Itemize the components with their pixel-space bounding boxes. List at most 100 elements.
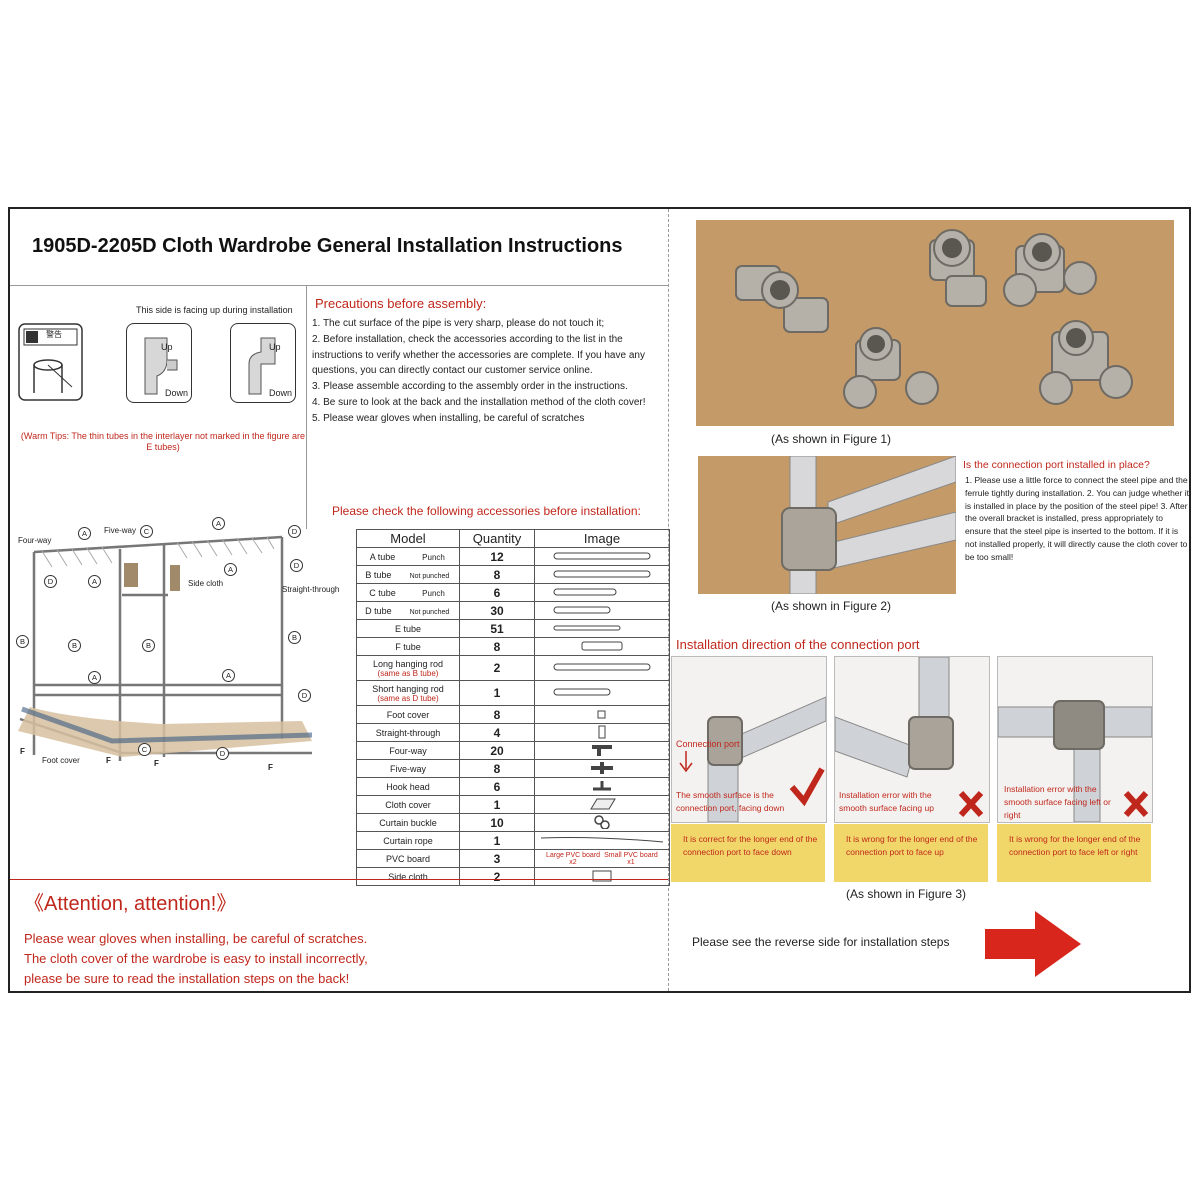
model-name: Foot cover xyxy=(356,705,460,724)
model-name: Cloth cover xyxy=(356,795,460,814)
attention-body: Please wear gloves when installing, be c… xyxy=(24,929,404,989)
model-name: B tube xyxy=(365,569,392,580)
direction-panel-correct: Connection port The smooth surface is th… xyxy=(671,656,827,823)
table-header: Model Quantity Image xyxy=(356,529,670,548)
cloth-cover-icon xyxy=(534,795,670,814)
model-name: Five-way xyxy=(356,759,460,778)
f-tube-icon xyxy=(534,637,670,656)
thin-tube-icon xyxy=(534,619,670,638)
part-letter-a: A xyxy=(222,669,235,682)
quantity: 6 xyxy=(459,777,535,796)
header-quantity: Quantity xyxy=(459,529,535,548)
precautions-list: 1. The cut surface of the pipe is very s… xyxy=(312,316,652,427)
up-label: Up xyxy=(161,342,173,352)
attention-divider xyxy=(10,879,668,880)
part-letter-a: A xyxy=(88,671,101,684)
quantity: 2 xyxy=(459,655,535,681)
quantity: 4 xyxy=(459,723,535,742)
model-name: F tube xyxy=(356,637,460,656)
four-way-icon xyxy=(534,741,670,760)
precaution-line: 3. Please assemble according to the asse… xyxy=(312,381,628,393)
quantity: 1 xyxy=(459,831,535,850)
model-note: Not punched xyxy=(409,608,450,616)
down-label: Down xyxy=(165,388,189,398)
long-tube-icon xyxy=(534,565,670,584)
quantity: 10 xyxy=(459,813,535,832)
part-letter-a: A xyxy=(224,563,237,576)
quantity: 20 xyxy=(459,741,535,760)
connection-check-body: 1. Please use a little force to connect … xyxy=(965,475,1189,562)
panel-overlay-text: Installation error with the smooth surfa… xyxy=(839,790,934,813)
table-row: Long hanging rod(same as B tube) 2 xyxy=(356,655,670,681)
figure-3-caption: (As shown in Figure 3) xyxy=(846,887,967,901)
table-row: A tube Punch 12 xyxy=(356,547,670,566)
down-label-2: Down xyxy=(269,388,293,398)
short-tube-icon xyxy=(534,601,670,620)
model-note: Not punched xyxy=(409,572,450,580)
quantity: 2 xyxy=(459,867,535,886)
accessories-check-title: Please check the following accessories b… xyxy=(332,504,641,518)
quantity: 8 xyxy=(459,565,535,584)
part-letter-d: D xyxy=(290,559,303,572)
part-letter-a: A xyxy=(88,575,101,588)
precautions-title: Precautions before assembly: xyxy=(315,296,487,311)
side-cloth-label: Side cloth xyxy=(188,579,224,588)
panel-overlay-text: Installation error with the smooth surfa… xyxy=(1004,784,1111,820)
direction-panel-wrong-up: Installation error with the smooth surfa… xyxy=(834,656,990,823)
five-way-label: Five-way xyxy=(104,526,137,535)
model-name: Long hanging rod xyxy=(372,658,444,669)
attention-line: The cloth cover of the wardrobe is easy … xyxy=(24,951,368,966)
quantity: 51 xyxy=(459,619,535,638)
attention-line: please be sure to read the installation … xyxy=(24,971,350,986)
straight-through-icon xyxy=(534,723,670,742)
model-note: Punch xyxy=(422,552,445,562)
pvc-board-icon: Large PVC board x2Small PVC board x1 xyxy=(534,849,670,868)
part-letter-b: B xyxy=(288,631,301,644)
orientation-icon-up: Up Down xyxy=(126,323,192,403)
precaution-line: instructions to verify whether the acces… xyxy=(312,349,645,361)
model-name: A tube xyxy=(369,551,396,562)
direction-panel-wrong-side: Installation error with the smooth surfa… xyxy=(997,656,1153,823)
figure-1-caption: (As shown in Figure 1) xyxy=(771,432,892,446)
warning-label-text: 警告 xyxy=(46,330,62,339)
model-name: C tube xyxy=(369,587,396,598)
quantity: 3 xyxy=(459,849,535,868)
model-name: Four-way xyxy=(356,741,460,760)
model-name: Curtain rope xyxy=(356,831,460,850)
model-sub: (same as B tube) xyxy=(377,668,439,678)
quantity: 8 xyxy=(459,759,535,778)
precaution-line: 5. Please wear gloves when installing, b… xyxy=(312,412,585,424)
instruction-sheet: 1905D-2205D Cloth Wardrobe General Insta… xyxy=(8,207,1191,993)
quantity: 30 xyxy=(459,601,535,620)
model-name: Hook head xyxy=(356,777,460,796)
part-letter-d: D xyxy=(216,747,229,760)
precaution-line: 4. Be sure to look at the back and the i… xyxy=(312,396,646,408)
model-name: Straight-through xyxy=(356,723,460,742)
quantity: 12 xyxy=(459,547,535,566)
curtain-rope-icon xyxy=(534,831,670,850)
part-letter-c: C xyxy=(138,743,151,756)
part-letter-c: C xyxy=(140,525,153,538)
model-name: Curtain buckle xyxy=(356,813,460,832)
figure-1-photo xyxy=(696,220,1174,426)
attention-line: Please wear gloves when installing, be c… xyxy=(24,931,368,946)
part-letter-d: D xyxy=(298,689,311,702)
foot-cover-icon xyxy=(534,705,670,724)
foot-letter-f: F xyxy=(106,756,111,765)
page-title: 1905D-2205D Cloth Wardrobe General Insta… xyxy=(32,235,623,257)
warm-tip: (Warm Tips: The thin tubes in the interl… xyxy=(20,431,306,452)
direction-caption-correct: It is correct for the longer end of the … xyxy=(671,824,825,882)
